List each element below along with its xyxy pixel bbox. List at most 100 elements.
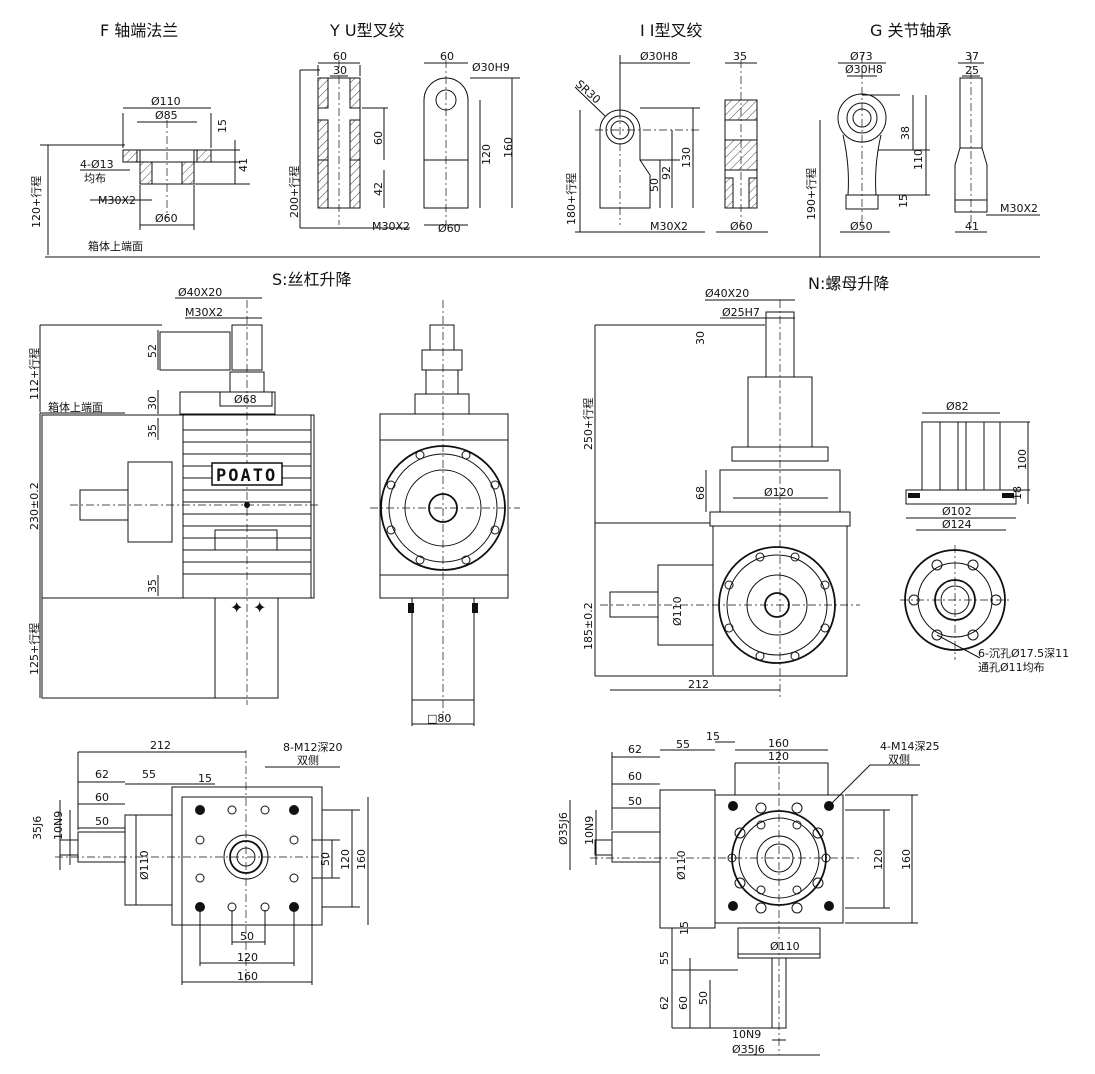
bl-dim-d110: Ø110 bbox=[138, 850, 151, 880]
title-nut-lift: N:螺母升降 bbox=[808, 274, 889, 293]
bl-dim-h120: 120 bbox=[339, 849, 352, 870]
screw-lift-dim-sq80: □80 bbox=[427, 712, 451, 725]
screw-lift-marker-1: ✦ bbox=[230, 598, 243, 617]
bl-holes-line2: 双侧 bbox=[297, 754, 319, 767]
i-clevis-dim-w35: 35 bbox=[733, 50, 747, 63]
bl-dim-h160: 160 bbox=[355, 849, 368, 870]
i-clevis-dim-d60: Ø60 bbox=[730, 220, 753, 233]
screw-lift-dim-thread: M30X2 bbox=[185, 306, 223, 319]
screw-lift-dim-h35b: 35 bbox=[146, 579, 159, 593]
br-dim-w15: 15 bbox=[706, 730, 720, 743]
u-clevis-dim-d60: Ø60 bbox=[438, 222, 461, 235]
br-dim-h160: 160 bbox=[900, 849, 913, 870]
screw-lift-dim-stroke-bot: 125+行程 bbox=[28, 623, 41, 675]
title-flange: F 轴端法兰 bbox=[100, 21, 178, 40]
flange-dim-d110: Ø110 bbox=[151, 95, 181, 108]
u-clevis-dim-stroke: 200+行程 bbox=[288, 166, 301, 218]
br-dim-w60: 60 bbox=[628, 770, 642, 783]
flange-view bbox=[40, 107, 250, 255]
bl-dim-h50: 50 bbox=[319, 852, 332, 866]
flange-dim-d85: Ø85 bbox=[155, 109, 178, 122]
i-clevis-dim-h50: 50 bbox=[648, 178, 661, 192]
br-dim-v50: 50 bbox=[697, 991, 710, 1005]
nut-lift-holes-line1: 6-沉孔Ø17.5深11 bbox=[978, 647, 1069, 660]
nut-lift-dim-d102: Ø102 bbox=[942, 505, 972, 518]
rod-end-dim-thread: M30X2 bbox=[1000, 202, 1038, 215]
brand-label: POATO bbox=[216, 466, 277, 486]
br-dim-h120: 120 bbox=[872, 849, 885, 870]
flange-dim-d60: Ø60 bbox=[155, 212, 178, 225]
screw-lift-dim-h35a: 35 bbox=[146, 424, 159, 438]
nut-lift-dim-d124: Ø124 bbox=[942, 518, 972, 531]
bottom-left-plan-view bbox=[55, 750, 369, 985]
flange-dim-h41: 41 bbox=[237, 158, 250, 172]
u-clevis-dim-w30: 30 bbox=[333, 64, 347, 77]
bl-dim-w62: 62 bbox=[95, 768, 109, 781]
nut-lift-dim-h18: 18 bbox=[1011, 486, 1024, 500]
screw-lift-marker-2: ✦ bbox=[253, 598, 266, 617]
u-clevis-dim-bore: Ø30H9 bbox=[472, 61, 510, 74]
title-screw-lift: S:丝杠升降 bbox=[272, 270, 352, 289]
nut-lift-dim-d82: Ø82 bbox=[946, 400, 969, 413]
nut-lift-dim-d120: Ø120 bbox=[764, 486, 794, 499]
br-dim-w62: 62 bbox=[628, 743, 642, 756]
br-dim-shaft-b: Ø35J6 bbox=[732, 1043, 765, 1056]
nut-lift-dim-w212: 212 bbox=[688, 678, 709, 691]
nut-lift-dim-h30: 30 bbox=[694, 331, 707, 345]
nut-lift-dim-h68: 68 bbox=[694, 486, 707, 500]
screw-lift-dim-d68: Ø68 bbox=[234, 393, 257, 406]
flange-dim-stroke: 120+行程 bbox=[30, 176, 43, 228]
br-holes-line2: 双侧 bbox=[888, 753, 910, 766]
br-dim-key: 10N9 bbox=[583, 816, 596, 845]
bl-dim-w50: 50 bbox=[95, 815, 109, 828]
br-dim-v60: 60 bbox=[677, 996, 690, 1010]
bl-dim-key: 10N9 bbox=[52, 811, 65, 840]
bl-dim-b160: 160 bbox=[237, 970, 258, 983]
rod-end-dim-w37: 37 bbox=[965, 50, 979, 63]
u-clevis-views bbox=[299, 60, 520, 229]
br-dim-w55: 55 bbox=[676, 738, 690, 751]
rod-end-dim-h38: 38 bbox=[899, 126, 912, 140]
screw-lift-front-view: POATO ✦ ✦ bbox=[39, 297, 320, 705]
screw-lift-dim-h30: 30 bbox=[146, 396, 159, 410]
screw-lift-dim-h230: 230±0.2 bbox=[28, 482, 41, 530]
nut-lift-dim-d110: Ø110 bbox=[671, 596, 684, 626]
br-dim-w160: 160 bbox=[768, 737, 789, 750]
bl-dim-w15: 15 bbox=[198, 772, 212, 785]
rod-end-dim-h15: 15 bbox=[897, 194, 910, 208]
u-clevis-dim-h120: 120 bbox=[480, 144, 493, 165]
rod-end-dim-w41: 41 bbox=[965, 220, 979, 233]
nut-lift-holes-line2: 通孔Ø11均布 bbox=[978, 661, 1045, 674]
br-dim-v15: 15 bbox=[678, 921, 691, 935]
screw-lift-dim-screw: Ø40X20 bbox=[178, 286, 222, 299]
u-clevis-dim-w60: 60 bbox=[333, 50, 347, 63]
i-clevis-dim-bore: Ø30H8 bbox=[640, 50, 678, 63]
bl-dim-b120: 120 bbox=[237, 951, 258, 964]
nut-lift-dim-bore: Ø25H7 bbox=[722, 306, 760, 319]
flange-dim-thread: M30X2 bbox=[98, 194, 136, 207]
flange-dim-holes-note: 均布 bbox=[84, 172, 106, 185]
u-clevis-dim-thread: M30X2 bbox=[372, 220, 410, 233]
br-dim-v55: 55 bbox=[658, 951, 671, 965]
br-dim-d110: Ø110 bbox=[675, 850, 688, 880]
bl-holes-line1: 8-M12深20 bbox=[283, 741, 342, 754]
bl-dim-w212: 212 bbox=[150, 739, 171, 752]
i-clevis-dim-stroke: 180+行程 bbox=[565, 173, 578, 225]
nut-lift-dim-stroke: 250+行程 bbox=[582, 398, 595, 450]
rod-end-views bbox=[819, 55, 1040, 257]
br-holes-line1: 4-M14深25 bbox=[880, 740, 939, 753]
i-clevis-dim-thread: M30X2 bbox=[650, 220, 688, 233]
title-i-clevis: I I型叉绞 bbox=[640, 21, 703, 40]
br-dim-w50: 50 bbox=[628, 795, 642, 808]
rod-end-dim-stroke: 190+行程 bbox=[805, 168, 818, 220]
br-dim-w120: 120 bbox=[768, 750, 789, 763]
flange-dim-base: 箱体上端面 bbox=[88, 239, 143, 253]
bottom-right-plan-view bbox=[569, 741, 920, 1056]
i-clevis-dim-sr: SR30 bbox=[573, 78, 603, 107]
u-clevis-dim-h42: 42 bbox=[372, 182, 385, 196]
nut-lift-front-view bbox=[594, 299, 860, 700]
u-clevis-dim-w60b: 60 bbox=[440, 50, 454, 63]
br-dim-d110b: Ø110 bbox=[770, 940, 800, 953]
rod-end-dim-d50: Ø50 bbox=[850, 220, 873, 233]
